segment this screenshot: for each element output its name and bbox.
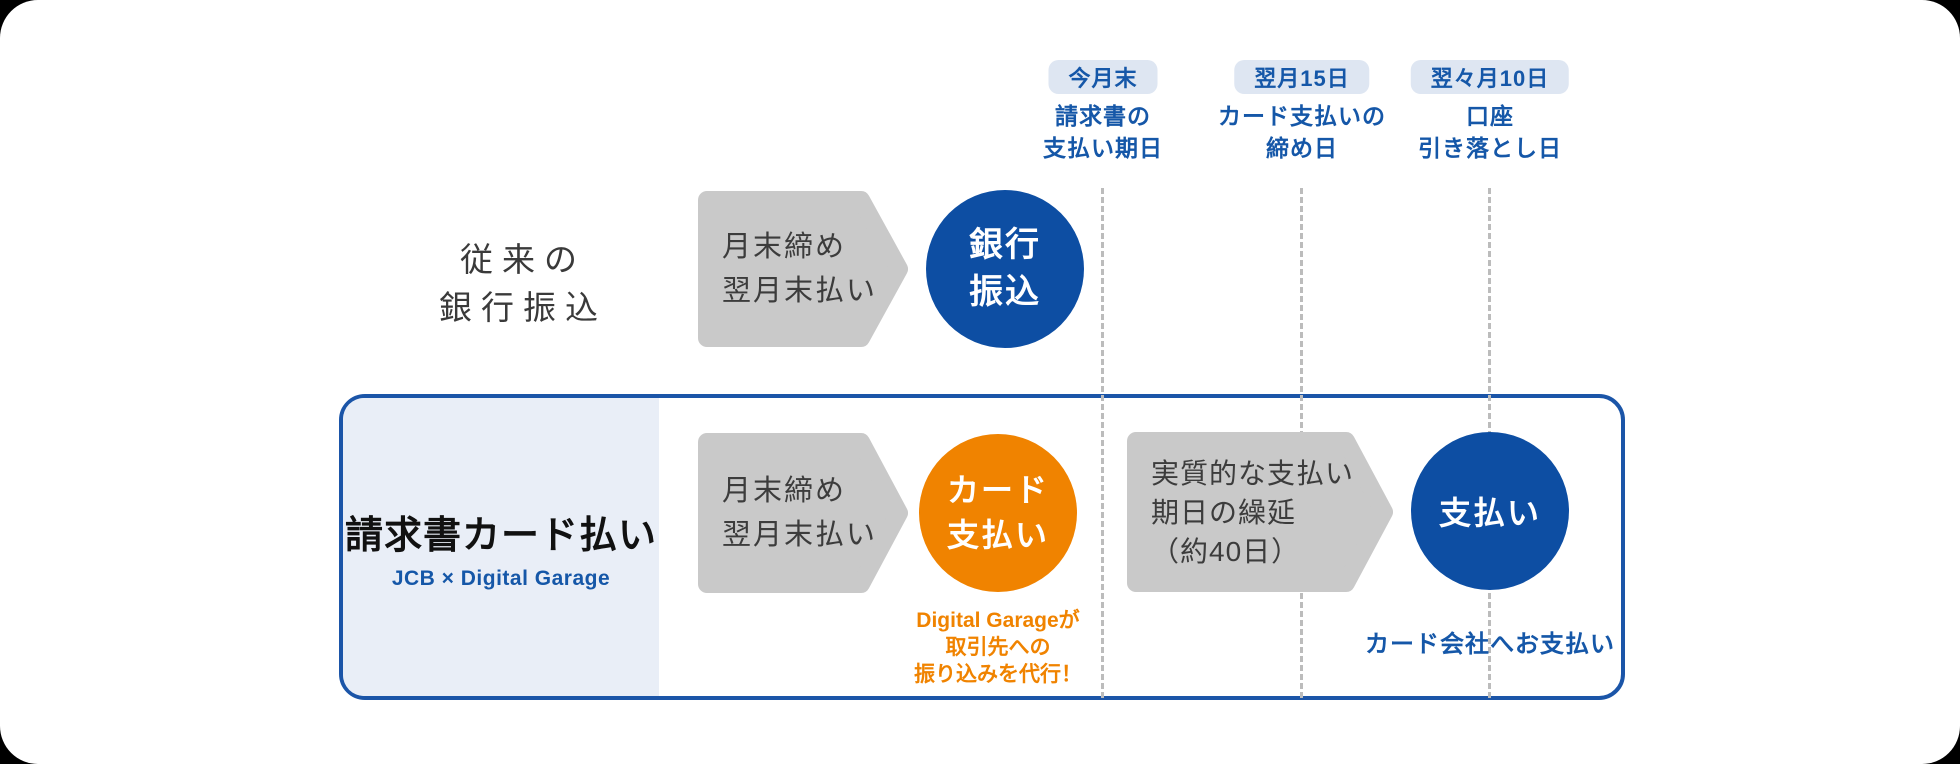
arrow-text: 月末締め 翌月末払い [698, 433, 908, 593]
traditional-bank-transfer-label: 従来の 銀行振込 [393, 236, 653, 332]
circle-text-line: 振込 [969, 273, 1041, 311]
arrow-text-line: 期日の繰延 [1151, 496, 1297, 528]
timeline-label-line: カード支払いの [1218, 103, 1386, 129]
step-circle-bank-transfer: 銀行 振込 [926, 190, 1084, 348]
invoice-card-payment-title: 請求書カード払い [344, 514, 657, 557]
step-circle-payment: 支払い [1411, 432, 1569, 590]
arrow-text: 月末締め 翌月末払い [698, 191, 908, 347]
row-label-line: 銀行振込 [439, 289, 607, 326]
arrow-text-line: 翌月末払い [722, 519, 878, 551]
arrow-text: 実質的な支払い 期日の繰延 （約40日） [1127, 432, 1393, 592]
timeline-label-line: 支払い期日 [1043, 135, 1163, 161]
arrow-text-line: 実質的な支払い [1151, 457, 1355, 489]
circle-text-line: 銀行 [969, 226, 1041, 264]
timeline-label-line: 引き落とし日 [1418, 135, 1562, 161]
timeline-label-line: 締め日 [1266, 135, 1338, 161]
arrow-text-line: 月末締め [722, 475, 847, 507]
row-label-line: 従来の [460, 241, 586, 278]
arrow-text-line: （約40日） [1151, 535, 1301, 567]
timeline-dashed-line-this-month-end [1101, 188, 1104, 698]
arrow-text-line: 翌月末払い [722, 275, 878, 307]
note-line: 振り込みを代行！ [914, 663, 1082, 686]
timeline-label-card-closing-date: カード支払いの 締め日 [1152, 100, 1452, 164]
process-arrow-month-end-closing-bottom: 月末締め 翌月末払い [698, 433, 908, 593]
timeline-label-account-debit-date: 口座 引き落とし日 [1340, 100, 1640, 164]
arrow-shape [1127, 432, 1393, 592]
invoice-card-payment-panel: 請求書カード払い JCB × Digital Garage [343, 398, 659, 696]
timeline-label-line: 請求書の [1055, 103, 1151, 129]
pay-card-company-note: カード会社へお支払い [1365, 631, 1615, 658]
process-arrow-month-end-closing-top: 月末締め 翌月末払い [698, 191, 908, 347]
timeline-badge-this-month-end: 今月末 [1048, 60, 1158, 94]
note-line: Digital Garageが [916, 609, 1080, 632]
timeline-badge-month-after-next-10: 翌々月10日 [1410, 60, 1570, 94]
timeline-label-invoice-due-date: 請求書の 支払い期日 [953, 100, 1253, 164]
timeline-badge-next-month-15: 翌月15日 [1234, 60, 1370, 94]
arrow-shape [698, 191, 908, 347]
circle-text-line: カード [946, 472, 1049, 508]
jcb-digital-garage-subtitle: JCB × Digital Garage [391, 566, 611, 590]
note-line: 取引先への [945, 636, 1051, 659]
circle-text-line: 支払い [1438, 495, 1541, 531]
timeline-label-line: 口座 [1466, 103, 1514, 129]
arrow-text-line: 月末締め [722, 231, 847, 263]
circle-text-line: 支払い [946, 517, 1049, 553]
digital-garage-proxy-note: Digital Garageが 取引先への 振り込みを代行！ [823, 607, 1173, 688]
arrow-shape [698, 433, 908, 593]
step-circle-card-payment: カード 支払い [919, 434, 1077, 592]
process-arrow-payment-deferral: 実質的な支払い 期日の繰延 （約40日） [1127, 432, 1393, 592]
